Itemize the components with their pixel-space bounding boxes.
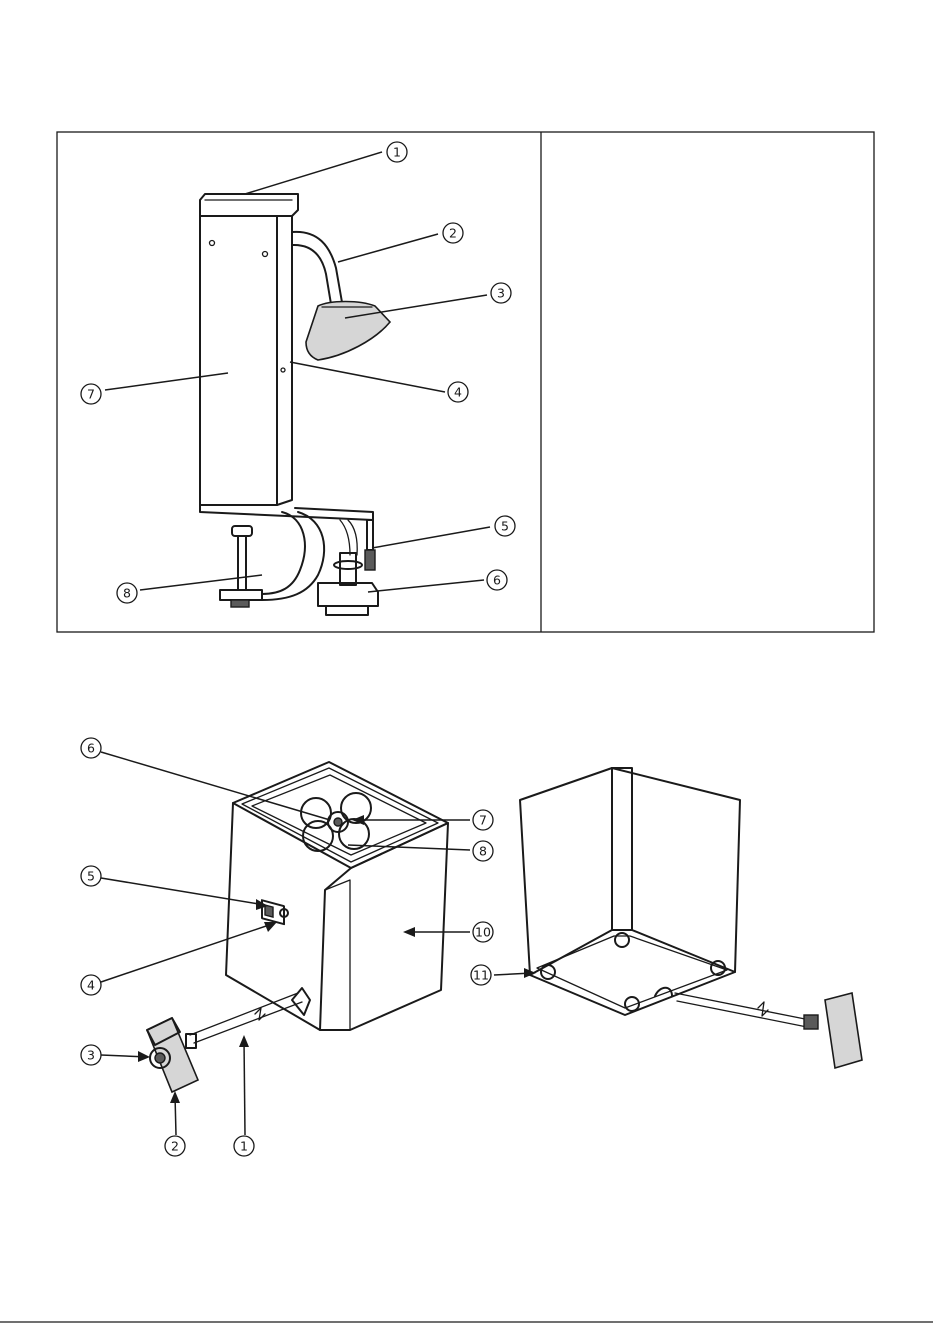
svg-text:3: 3 (87, 1048, 95, 1063)
svg-text:8: 8 (479, 844, 487, 859)
bottom-callout-6: 6 (81, 738, 101, 758)
svg-text:1: 1 (393, 145, 401, 160)
bottom-right-callouts: 11 (471, 965, 491, 985)
bottom-left-leaders (101, 752, 470, 1135)
top-callout-4: 4 (448, 382, 468, 402)
svg-text:2: 2 (171, 1139, 179, 1154)
bottom-callout-8: 8 (473, 841, 493, 861)
top-figure-frame (57, 132, 874, 632)
svg-text:10: 10 (475, 925, 491, 940)
bottom-callout-1: 1 (234, 1136, 254, 1156)
bottom-callout-11: 11 (471, 965, 491, 985)
svg-text:5: 5 (87, 869, 95, 884)
top-callout-1: 1 (387, 142, 407, 162)
top-callout-2: 2 (443, 223, 463, 243)
svg-text:11: 11 (473, 968, 489, 983)
top-callout-5: 5 (495, 516, 515, 536)
top-leaders (105, 152, 490, 592)
bottom-callout-10: 10 (473, 922, 493, 942)
svg-text:4: 4 (87, 978, 95, 993)
svg-text:4: 4 (454, 385, 462, 400)
top-callout-6: 6 (487, 570, 507, 590)
top-callout-8: 8 (117, 583, 137, 603)
bottom-callout-7: 7 (473, 810, 493, 830)
box-fixture-bottom-view (520, 768, 862, 1068)
svg-text:5: 5 (501, 519, 509, 534)
svg-text:2: 2 (449, 226, 457, 241)
bottom-callout-2: 2 (165, 1136, 185, 1156)
svg-text:1: 1 (240, 1139, 248, 1154)
bottom-left-callouts: 6 7 8 5 10 4 3 2 1 (81, 738, 493, 1156)
bracket-light-drawing (200, 194, 390, 615)
svg-text:3: 3 (497, 286, 505, 301)
svg-text:6: 6 (493, 573, 501, 588)
svg-text:7: 7 (479, 813, 487, 828)
svg-text:6: 6 (87, 741, 95, 756)
bottom-callout-4: 4 (81, 975, 101, 995)
svg-text:7: 7 (87, 387, 95, 402)
top-callout-3: 3 (491, 283, 511, 303)
top-callout-7: 7 (81, 384, 101, 404)
bottom-callout-5: 5 (81, 866, 101, 886)
bottom-callout-3: 3 (81, 1045, 101, 1065)
box-fixture-top-view (147, 762, 448, 1092)
svg-text:8: 8 (123, 586, 131, 601)
